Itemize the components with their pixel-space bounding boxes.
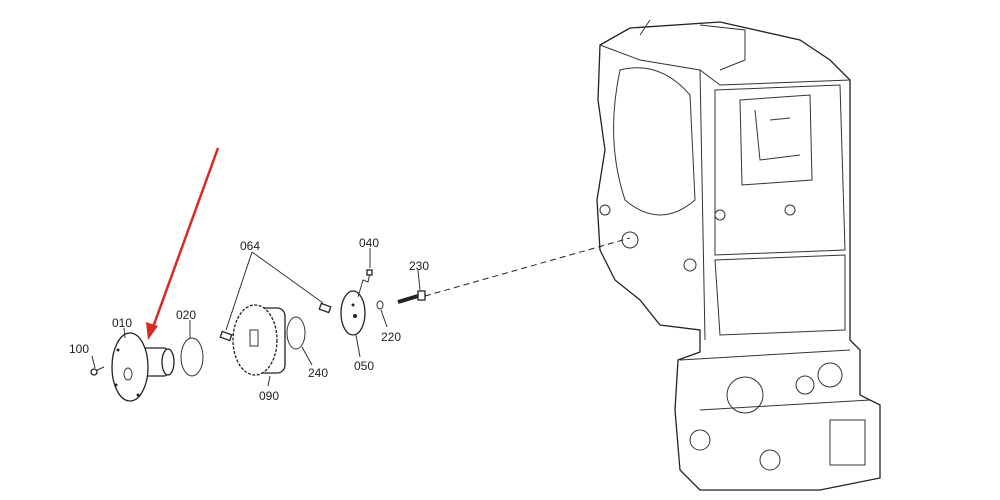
part-240-ring — [286, 316, 306, 350]
assembly-axis-line — [424, 237, 631, 297]
label-064: 064 — [240, 239, 260, 253]
part-220-washer — [376, 300, 384, 310]
transmission-housing — [596, 19, 881, 491]
part-050-plate — [340, 290, 366, 336]
label-040: 040 — [359, 236, 379, 250]
part-090-gear — [232, 304, 286, 376]
label-050: 050 — [354, 359, 374, 373]
red-pointer-arrow — [146, 147, 220, 340]
label-100: 100 — [69, 342, 89, 356]
part-230-screw — [397, 290, 426, 304]
part-064-pin — [318, 302, 332, 314]
label-020: 020 — [176, 308, 196, 322]
label-240: 240 — [308, 366, 328, 380]
part-040-pin-head — [366, 269, 373, 276]
label-090: 090 — [259, 389, 279, 403]
leader-lines — [91, 248, 421, 387]
label-010: 010 — [112, 316, 132, 330]
part-020-o-ring — [180, 337, 204, 377]
label-220: 220 — [381, 330, 401, 344]
part-064-pin — [219, 330, 233, 342]
part-010-flange — [111, 332, 175, 402]
part-100-bolt — [90, 366, 105, 376]
part-040-pin — [357, 272, 371, 298]
label-230: 230 — [409, 259, 429, 273]
